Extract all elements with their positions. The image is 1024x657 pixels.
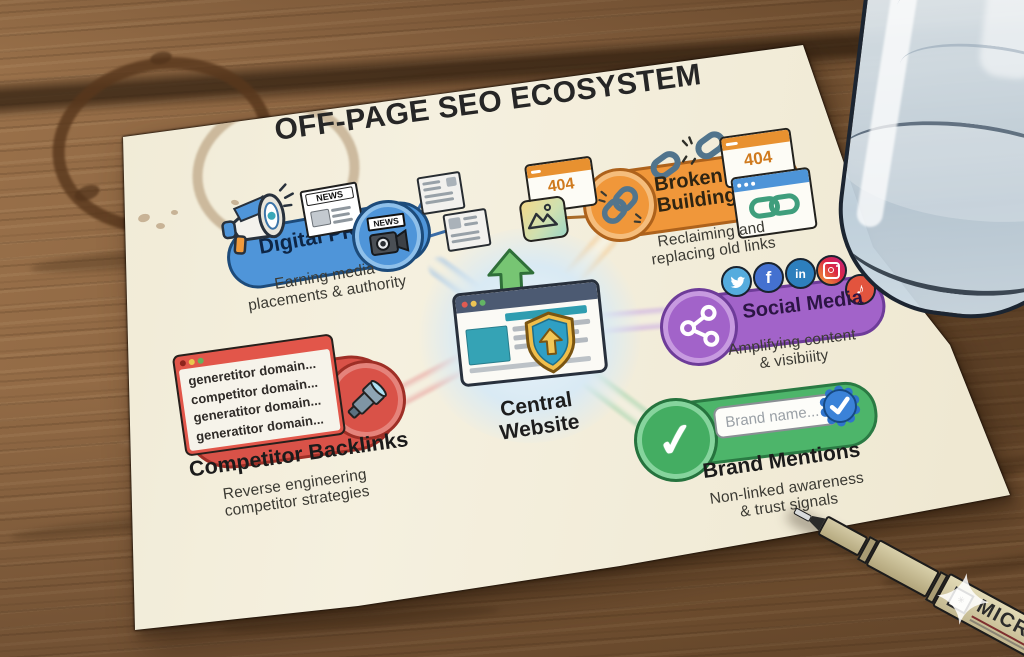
brand-name-placeholder: Brand name... [724,402,820,431]
photo-block [448,216,462,230]
window-dot-red [461,300,468,308]
text-line [423,185,442,192]
text-line [331,211,351,219]
share-badge [656,284,742,370]
text-line [463,221,479,227]
coffee-splatter [156,223,165,229]
hero-image-block [465,325,511,366]
text-line [422,180,441,186]
check-glyph: ✓ [653,411,699,469]
text-line [425,197,455,205]
telescope-badge [322,356,410,444]
facebook-icon: f [753,262,784,293]
share-icon [680,304,720,347]
window-dot-yellow [188,358,196,365]
coffee-splatter [171,210,178,215]
text-line [451,236,481,244]
instagram-icon [816,255,847,286]
page-title: OFF-PAGE SEO ECOSYSTEM [272,58,704,147]
window-dot-green [197,356,204,364]
verified-badge-icon [819,385,861,427]
instagram-camera-glyph [823,262,840,279]
glass-swirl [896,34,1024,115]
video-camera-badge: NEWS [347,195,429,277]
sparkle-icon [937,573,989,625]
pen-mid-barrel [864,538,941,599]
news-tag: NEWS [304,186,355,207]
facebook-glyph: f [765,267,772,287]
article-card [442,207,492,253]
photo-block [309,208,332,228]
window-dot-green [479,298,486,306]
text-line [332,217,354,224]
video-camera-icon [369,228,410,256]
window-dot-red [179,359,187,367]
telescope-icon [347,380,387,419]
replacement-link-window [730,166,818,240]
chain-badge [579,164,661,246]
security-shield-icon [524,311,576,374]
text-line [462,215,478,221]
healthy-link-icon [749,193,800,219]
window-dot-yellow [470,299,477,307]
article-card [416,170,466,216]
megaphone-icon [221,183,294,255]
pen-nib-icon [793,506,813,522]
linkedin-glyph: in [795,266,806,281]
image-placeholder-icon [518,195,570,243]
coffee-splatter [137,212,151,224]
photo-block [445,176,458,187]
chain-link-icon [598,186,642,224]
linkedin-icon: in [785,258,816,289]
twitter-icon [721,266,752,297]
